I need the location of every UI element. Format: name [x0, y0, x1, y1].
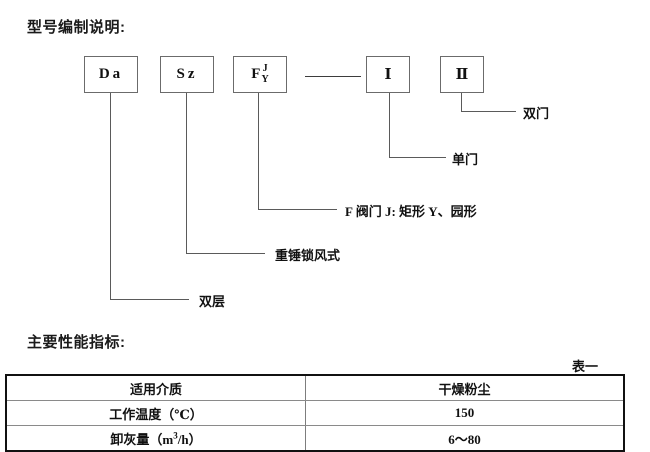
code-box-f: F J Y — [233, 56, 287, 93]
table-row: 卸灰量（m3/h） 6～80 — [6, 425, 624, 451]
code-box-roman-one-label: Ⅰ — [384, 67, 392, 83]
leader-horizontal-zhongchui — [186, 253, 265, 254]
table-cell-label-unit-rest: /h — [177, 431, 189, 447]
page-title-model-designation: 型号编制说明: — [27, 19, 126, 36]
code-box-sz: Sz — [160, 56, 214, 93]
annotation-famen: F 阀门 J: 矩形 Y、园形 — [345, 204, 477, 219]
leader-horizontal-shuangceng — [110, 299, 189, 300]
code-box-f-stack: J Y — [261, 63, 269, 85]
table-row: 工作温度（℃） 150 — [6, 400, 624, 426]
table-cell-label-unit-superscript: 3 — [173, 430, 178, 441]
leader-vertical-shuangceng — [110, 93, 111, 300]
table-cell-value: 6～80 — [448, 431, 481, 447]
code-box-da-label: Da — [98, 66, 124, 82]
table-cell-label: 卸灰量（m3/h） — [6, 425, 306, 451]
table-caption: 表一 — [572, 359, 599, 374]
table-cell-label-prefix: 卸灰量（ — [110, 431, 163, 447]
leader-horizontal-danmen — [389, 157, 446, 158]
leader-vertical-famen — [258, 93, 259, 210]
table-cell-label-unit-base: m — [162, 431, 174, 447]
annotation-shuangceng: 双层 — [199, 294, 226, 309]
code-box-da: Da — [84, 56, 138, 93]
table-cell-label-suffix: ） — [189, 406, 203, 422]
performance-table: 适用介质 干燥粉尘 工作温度（℃） 150 卸灰量（m3/h） 6～80 — [5, 374, 625, 452]
page-title-performance: 主要性能指标: — [27, 334, 126, 351]
table-cell-label-unit: ℃ — [174, 406, 190, 422]
leader-vertical-shuangmen — [461, 93, 462, 112]
table-cell-value: 干燥粉尘 — [305, 375, 624, 401]
annotation-shuangmen: 双门 — [523, 106, 550, 121]
code-box-roman-two: Ⅱ — [440, 56, 484, 93]
table-cell-label-suffix: ） — [188, 431, 202, 447]
annotation-zhongchui: 重锤锁风式 — [275, 248, 341, 263]
table-row: 适用介质 干燥粉尘 — [6, 375, 624, 401]
code-box-roman-one: Ⅰ — [366, 56, 410, 93]
leader-vertical-danmen — [389, 93, 390, 158]
code-box-roman-two-label: Ⅱ — [455, 67, 469, 83]
code-box-f-numerator: J — [262, 63, 268, 74]
code-box-f-fraction: F J Y — [251, 63, 269, 85]
code-box-sz-label: Sz — [176, 66, 198, 82]
leader-horizontal-famen — [258, 209, 337, 210]
code-box-f-denominator: Y — [261, 73, 269, 85]
table-cell-label: 适用介质 — [6, 375, 306, 401]
leader-horizontal-shuangmen — [461, 111, 516, 112]
table-cell-label-prefix: 工作温度（ — [109, 406, 175, 422]
table-cell-value: 150 — [305, 400, 624, 426]
leader-vertical-zhongchui — [186, 93, 187, 254]
connector-line-dash — [305, 76, 361, 77]
table-cell-label: 工作温度（℃） — [6, 400, 306, 426]
code-box-f-base: F — [251, 66, 261, 82]
annotation-danmen: 单门 — [452, 152, 479, 167]
